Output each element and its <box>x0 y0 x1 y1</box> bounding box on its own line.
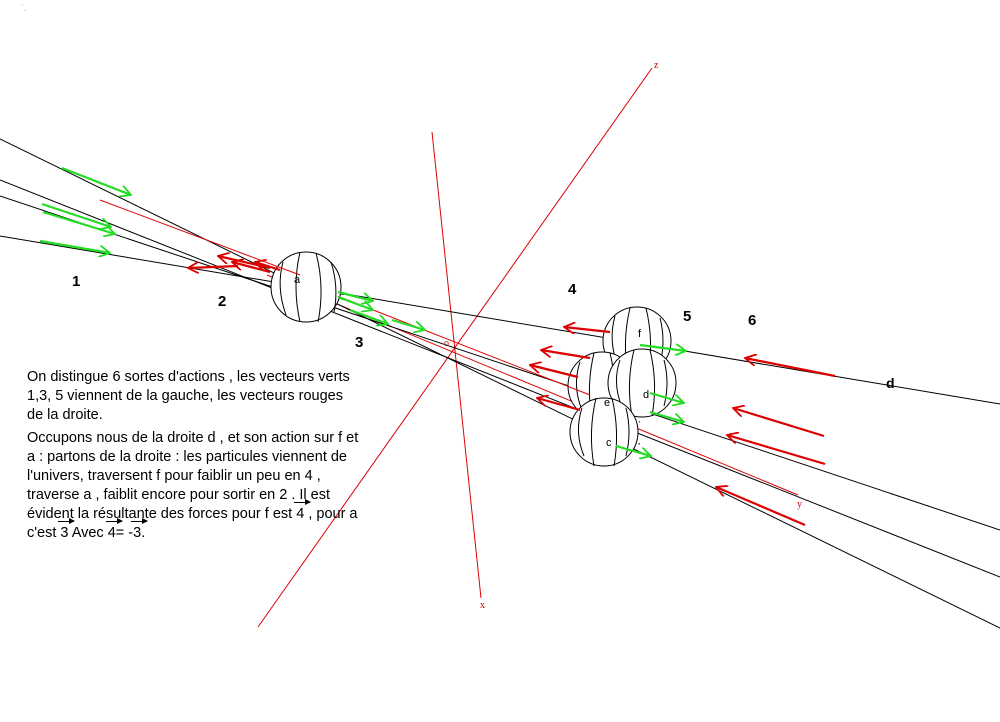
green-vector <box>41 202 111 227</box>
corner-mark: ˙. <box>20 4 27 13</box>
ball-label-a: a <box>294 274 301 286</box>
explanation-text: On distingue 6 sortes d'actions , les ve… <box>27 368 362 547</box>
green-vector <box>639 345 686 351</box>
red-vector <box>716 487 806 527</box>
line-number-6: 6 <box>748 312 756 329</box>
ball-label-d: d <box>643 389 649 401</box>
green-vector <box>649 391 684 403</box>
line-number-5: 5 <box>683 308 691 325</box>
line-4 <box>0 138 1000 629</box>
balls <box>270 251 677 467</box>
ball-label-f: f <box>638 328 642 340</box>
green-vector <box>39 239 110 253</box>
red-vector <box>530 365 579 379</box>
line-3 <box>0 179 1000 578</box>
ball-label-e: e <box>604 397 610 409</box>
green-vector <box>337 290 373 301</box>
line-number-4: 4 <box>568 281 577 298</box>
axis-label-origin: o <box>444 338 449 349</box>
red-vectors <box>188 256 836 527</box>
red-vector <box>541 350 591 360</box>
red-vector <box>564 327 611 332</box>
red-vector <box>733 408 825 438</box>
ball-labels: a f e d c <box>294 274 649 449</box>
line-2 <box>0 195 1000 531</box>
line-number-2: 2 <box>218 293 226 310</box>
green-vector <box>615 444 651 456</box>
axis-label-y: y <box>797 499 802 510</box>
paragraph-1: On distingue 6 sortes d'actions , les ve… <box>27 369 350 423</box>
line-label-d: d <box>886 375 895 391</box>
line-number-1: 1 <box>72 273 80 290</box>
line-number-3: 3 <box>355 334 363 351</box>
green-vector <box>391 318 425 330</box>
line-numbers: 1 2 3 4 5 6 d <box>72 273 895 391</box>
red-vector <box>727 435 826 466</box>
axis-labels: z x y o <box>444 60 802 611</box>
ball-label-c: c <box>606 437 612 449</box>
ball-c <box>569 397 639 467</box>
green-vector <box>349 308 388 324</box>
red-vector <box>745 358 836 378</box>
green-vector <box>337 295 373 310</box>
red-vector <box>537 398 581 412</box>
green-vector <box>61 166 131 195</box>
green-vector <box>42 210 115 234</box>
paragraph-2: Occupons nous de la droite d , et son ac… <box>27 430 359 541</box>
green-vectors <box>39 166 686 456</box>
axis-label-z: z <box>654 60 659 71</box>
ball-a <box>270 251 342 323</box>
red-vector <box>255 262 281 270</box>
axis-x <box>431 131 482 599</box>
red-vector <box>188 266 239 268</box>
red-lines <box>99 199 591 396</box>
green-vector <box>649 410 684 422</box>
axis-label-x: x <box>480 600 485 611</box>
